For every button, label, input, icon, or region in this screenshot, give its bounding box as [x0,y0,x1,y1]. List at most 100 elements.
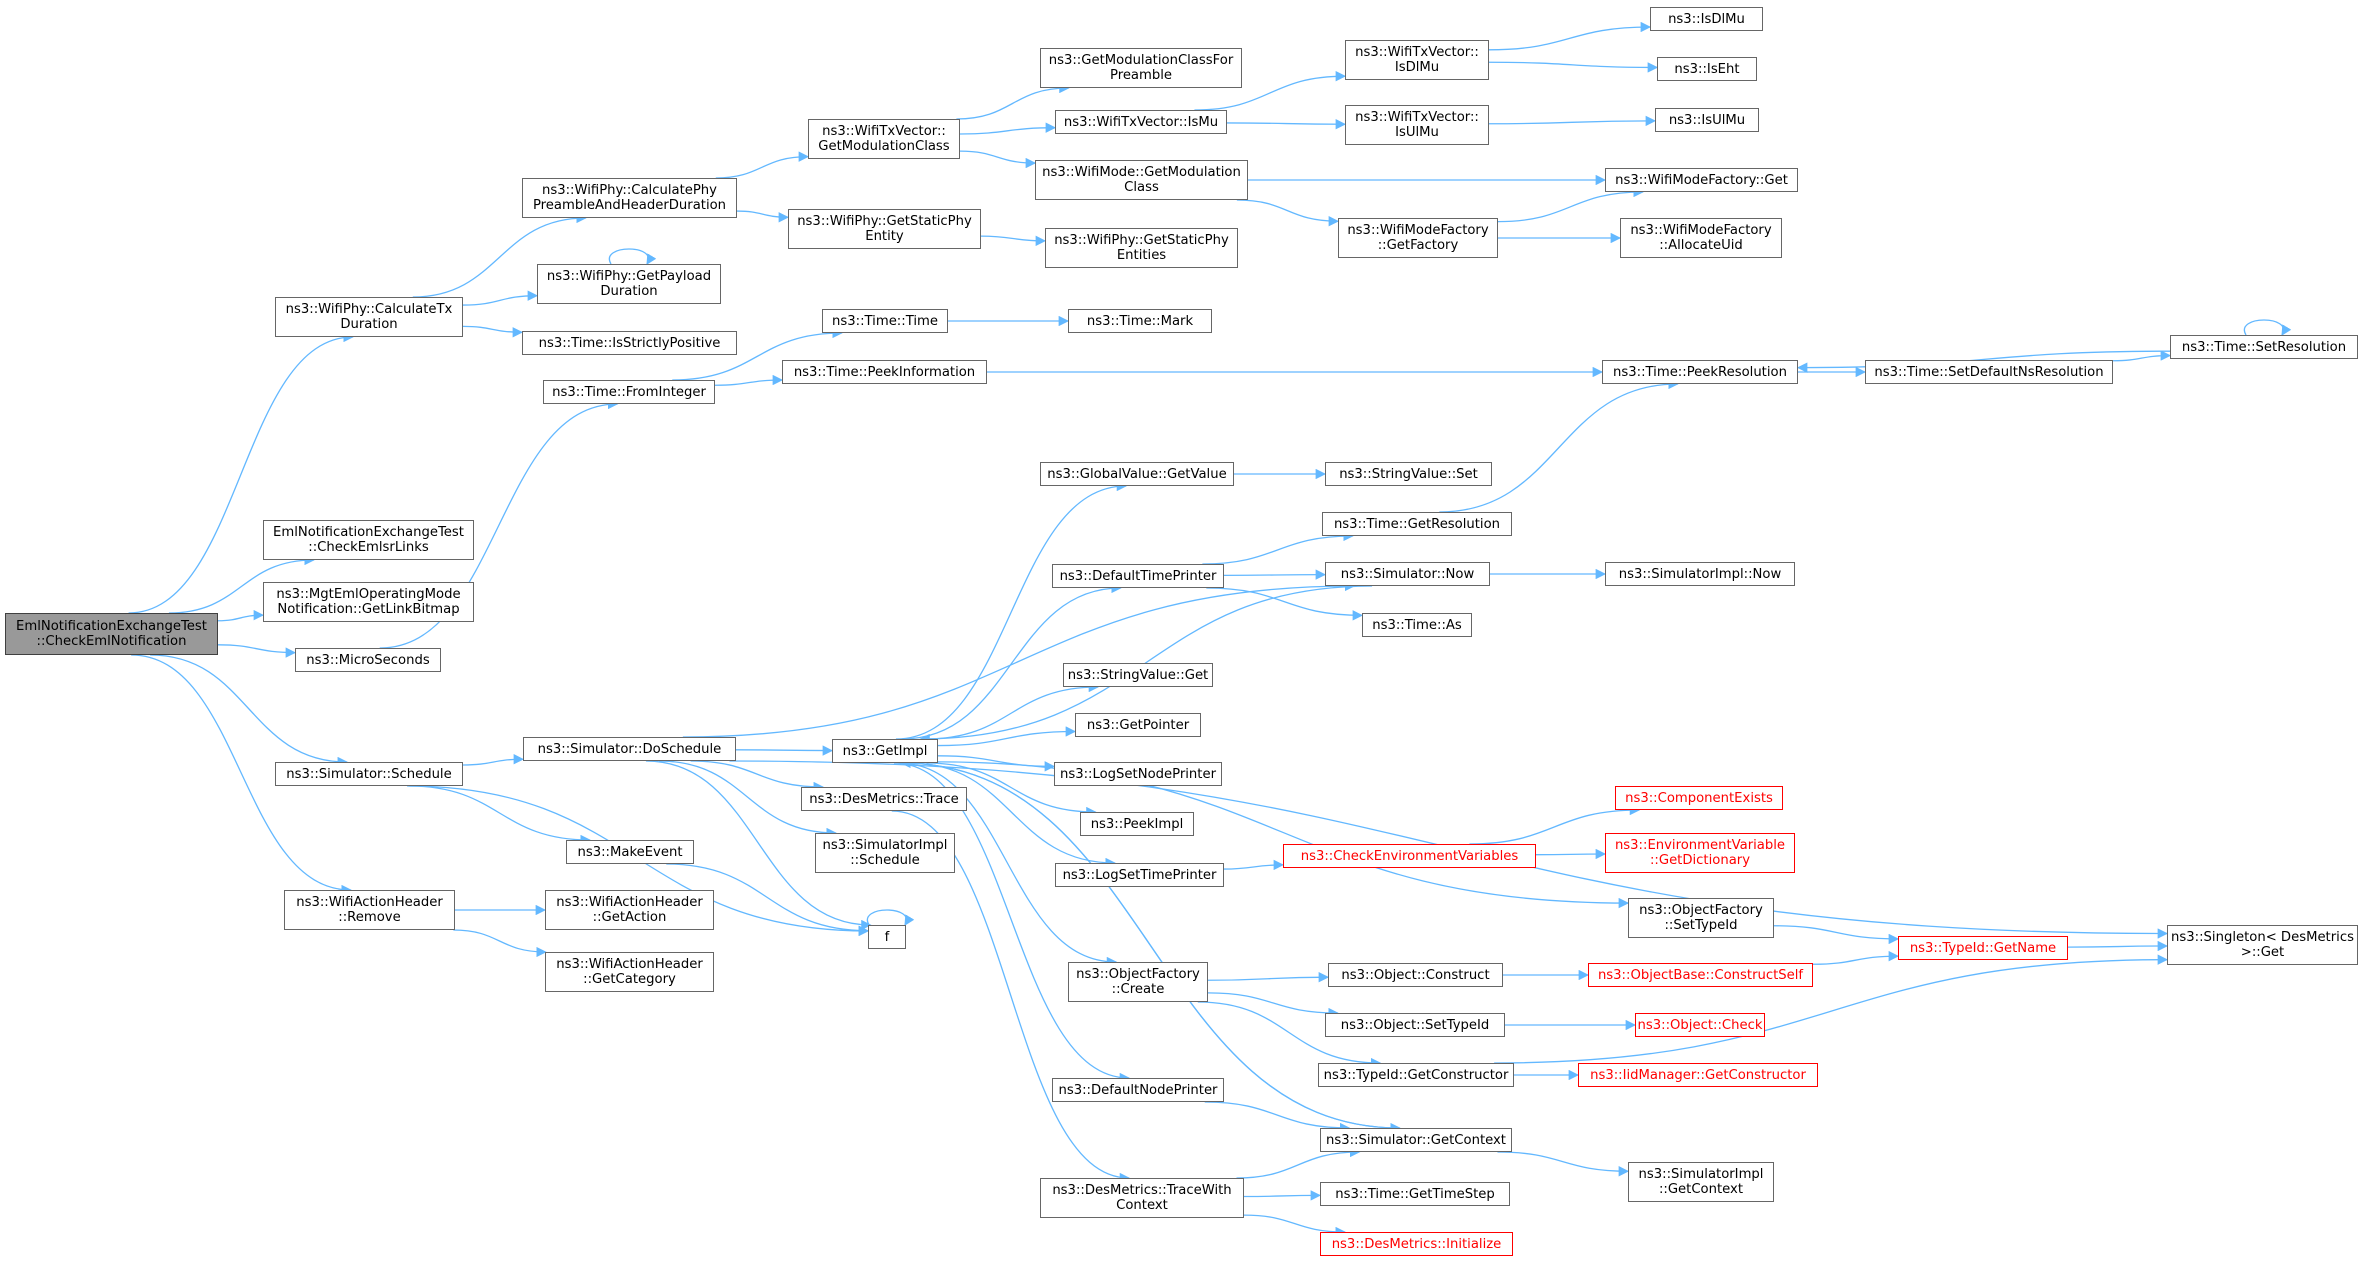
node-simimplschedule[interactable]: ns3::SimulatorImpl ::Schedule [815,833,955,873]
node-getlinkbitmap[interactable]: ns3::MgtEmlOperatingMode Notification::G… [263,582,474,622]
node-ismu[interactable]: ns3::WifiTxVector::IsMu [1055,110,1227,134]
edge-getimpl-to-getpointer [937,726,1077,747]
node-isdlmu_vec[interactable]: ns3::WifiTxVector:: IsDlMu [1345,40,1489,80]
node-desmetricsinit[interactable]: ns3::DesMetrics::Initialize [1320,1232,1513,1256]
node-timetime[interactable]: ns3::Time::Time [822,309,948,333]
edge-doschedule-to-f [645,760,872,931]
node-compexists[interactable]: ns3::ComponentExists [1615,786,1783,810]
node-simschedule[interactable]: ns3::Simulator::Schedule [275,762,463,786]
node-objfactorysettypeid[interactable]: ns3::ObjectFactory ::SetTypeId [1628,898,1774,938]
node-iidmgrgetctor[interactable]: ns3::IidManager::GetConstructor [1578,1063,1818,1087]
node-calcpreamble[interactable]: ns3::WifiPhy::CalculatePhy PreambleAndHe… [522,178,737,218]
node-desmetricstrace[interactable]: ns3::DesMetrics::Trace [801,787,967,811]
node-f[interactable]: f [868,925,906,949]
node-logsettimeprinter[interactable]: ns3::LogSetTimePrinter [1055,863,1224,887]
node-getstaticphyentities[interactable]: ns3::WifiPhy::GetStaticPhy Entities [1045,228,1238,268]
edge-settresolution-to-settresolution [2243,319,2292,336]
node-isulmu_vec[interactable]: ns3::WifiTxVector:: IsUlMu [1345,105,1489,145]
node-stringvalueset[interactable]: ns3::StringValue::Set [1325,462,1492,486]
node-wmfgetfactory[interactable]: ns3::WifiModeFactory ::GetFactory [1338,218,1498,258]
node-getmodforpreamble[interactable]: ns3::GetModulationClassFor Preamble [1040,48,1242,88]
node-makeevent[interactable]: ns3::MakeEvent [566,840,694,864]
node-timemark[interactable]: ns3::Time::Mark [1068,309,1212,333]
node-microseconds[interactable]: ns3::MicroSeconds [295,648,441,672]
node-calctx[interactable]: ns3::WifiPhy::CalculateTx Duration [275,297,463,337]
node-defaulttimeprinter[interactable]: ns3::DefaultTimePrinter [1052,564,1224,588]
node-doschedule[interactable]: ns3::Simulator::DoSchedule [523,737,736,761]
node-wmfallocuid[interactable]: ns3::WifiModeFactory ::AllocateUid [1620,218,1782,258]
node-objcheck[interactable]: ns3::Object::Check [1635,1013,1765,1037]
node-simnow[interactable]: ns3::Simulator::Now [1325,562,1490,586]
edge-isdlmu_vec-to-iseht [1488,61,1659,73]
edge-timegetres-to-peekres [1439,378,1679,513]
node-wifimodegetmod[interactable]: ns3::WifiMode::GetModulation Class [1035,160,1248,200]
edge-settresolution-to-peekres [1796,350,2171,373]
node-simgetcontext[interactable]: ns3::Simulator::GetContext [1320,1128,1512,1152]
node-singletonget[interactable]: ns3::Singleton< DesMetrics >::Get [2167,925,2358,965]
node-wmfget[interactable]: ns3::WifiModeFactory::Get [1605,168,1798,192]
edge-root-to-wahremove [131,654,352,896]
node-iseht[interactable]: ns3::IsEht [1657,57,1757,81]
node-frominteger[interactable]: ns3::Time::FromInteger [543,380,715,404]
edge-doschedule-to-getimpl [735,745,834,756]
node-timeas[interactable]: ns3::Time::As [1362,613,1472,637]
edge-wahremove-to-getcategory [453,929,547,958]
node-getcategory[interactable]: ns3::WifiActionHeader ::GetCategory [545,952,714,992]
edge-frominteger-to-peekinfo [714,374,784,386]
node-setdefaultnsres[interactable]: ns3::Time::SetDefaultNsResolution [1865,360,2113,384]
edge-objfactorysettypeid-to-typeidgetname [1773,925,1900,945]
edge-calcpreamble-to-getmodclass [715,151,810,179]
node-peekinfo[interactable]: ns3::Time::PeekInformation [782,360,987,384]
node-simimplgetcontext[interactable]: ns3::SimulatorImpl ::GetContext [1628,1162,1774,1202]
edge-desmetricstrace-to-tracewithcontext [891,810,1131,1184]
edge-setdefaultnsres-to-settresolution [2112,350,2172,362]
edge-simschedule-to-makeevent [409,785,591,846]
node-objconstruct[interactable]: ns3::Object::Construct [1328,963,1503,987]
node-getpointer[interactable]: ns3::GetPointer [1075,713,1201,737]
node-getaction[interactable]: ns3::WifiActionHeader ::GetAction [545,890,714,930]
node-getpayload[interactable]: ns3::WifiPhy::GetPayload Duration [537,264,721,304]
node-timegettimestep[interactable]: ns3::Time::GetTimeStep [1320,1182,1510,1206]
node-checkemlsr[interactable]: EmlNotificationExchangeTest ::CheckEmlsr… [263,520,474,560]
node-checkenvvars[interactable]: ns3::CheckEnvironmentVariables [1283,844,1536,868]
node-simimplnow[interactable]: ns3::SimulatorImpl::Now [1605,562,1795,586]
node-stringvalueget[interactable]: ns3::StringValue::Get [1063,663,1213,687]
node-peekres[interactable]: ns3::Time::PeekResolution [1602,360,1798,384]
edge-tracewithcontext-to-timegettimestep [1243,1190,1322,1201]
node-objbaseconstructself[interactable]: ns3::ObjectBase::ConstructSelf [1588,963,1813,987]
node-timegetres[interactable]: ns3::Time::GetResolution [1322,512,1512,536]
edge-getimpl-to-defaultnodeprinter [893,762,1131,1084]
edge-getimpl-to-defaulttimeprinter [902,582,1122,740]
node-defaultnodeprinter[interactable]: ns3::DefaultNodePrinter [1052,1078,1224,1102]
node-peekimpl[interactable]: ns3::PeekImpl [1080,812,1194,836]
edge-defaulttimeprinter-to-timeas [1206,587,1364,621]
edge-calctx-to-calcpreamble [412,212,587,298]
edge-objfactorycreate-to-typeidgetctor [1197,1001,1382,1069]
edge-getimpl-to-objfactorysettypeid [937,761,1630,909]
edge-calctx-to-getpayload [462,290,539,306]
edge-defaultnodeprinter-to-simgetcontext [1204,1101,1351,1134]
edge-defaulttimeprinter-to-simnow [1223,569,1327,580]
edge-getpayload-to-getpayload [608,248,657,265]
node-isdlmu[interactable]: ns3::IsDlMu [1650,7,1763,31]
node-isstrictlypos[interactable]: ns3::Time::IsStrictlyPositive [522,331,737,355]
edge-root-to-simschedule [150,654,348,768]
node-getstaticphy[interactable]: ns3::WifiPhy::GetStaticPhy Entity [788,209,981,249]
edge-frominteger-to-timetime [672,327,843,381]
node-getmodclass[interactable]: ns3::WifiTxVector:: GetModulationClass [808,119,960,159]
node-globalgetvalue[interactable]: ns3::GlobalValue::GetValue [1040,462,1234,486]
node-envvargetdict[interactable]: ns3::EnvironmentVariable ::GetDictionary [1605,833,1795,873]
node-wahremove[interactable]: ns3::WifiActionHeader ::Remove [284,890,455,930]
node-isulmu[interactable]: ns3::IsUlMu [1655,108,1759,132]
node-objfactorycreate[interactable]: ns3::ObjectFactory ::Create [1068,962,1208,1002]
edge-wmfgetfactory-to-wmfget [1497,186,1644,223]
node-settresolution[interactable]: ns3::Time::SetResolution [2170,335,2358,359]
node-logsetnodeprinter[interactable]: ns3::LogSetNodePrinter [1054,762,1222,786]
node-typeidgetname[interactable]: ns3::TypeId::GetName [1898,936,2068,960]
node-root: EmlNotificationExchangeTest ::CheckEmlNo… [5,613,218,655]
node-typeidgetctor[interactable]: ns3::TypeId::GetConstructor [1318,1063,1514,1087]
node-tracewithcontext[interactable]: ns3::DesMetrics::TraceWith Context [1040,1178,1244,1218]
node-getimpl[interactable]: ns3::GetImpl [832,739,938,763]
node-objsettypeid[interactable]: ns3::Object::SetTypeId [1325,1013,1505,1037]
